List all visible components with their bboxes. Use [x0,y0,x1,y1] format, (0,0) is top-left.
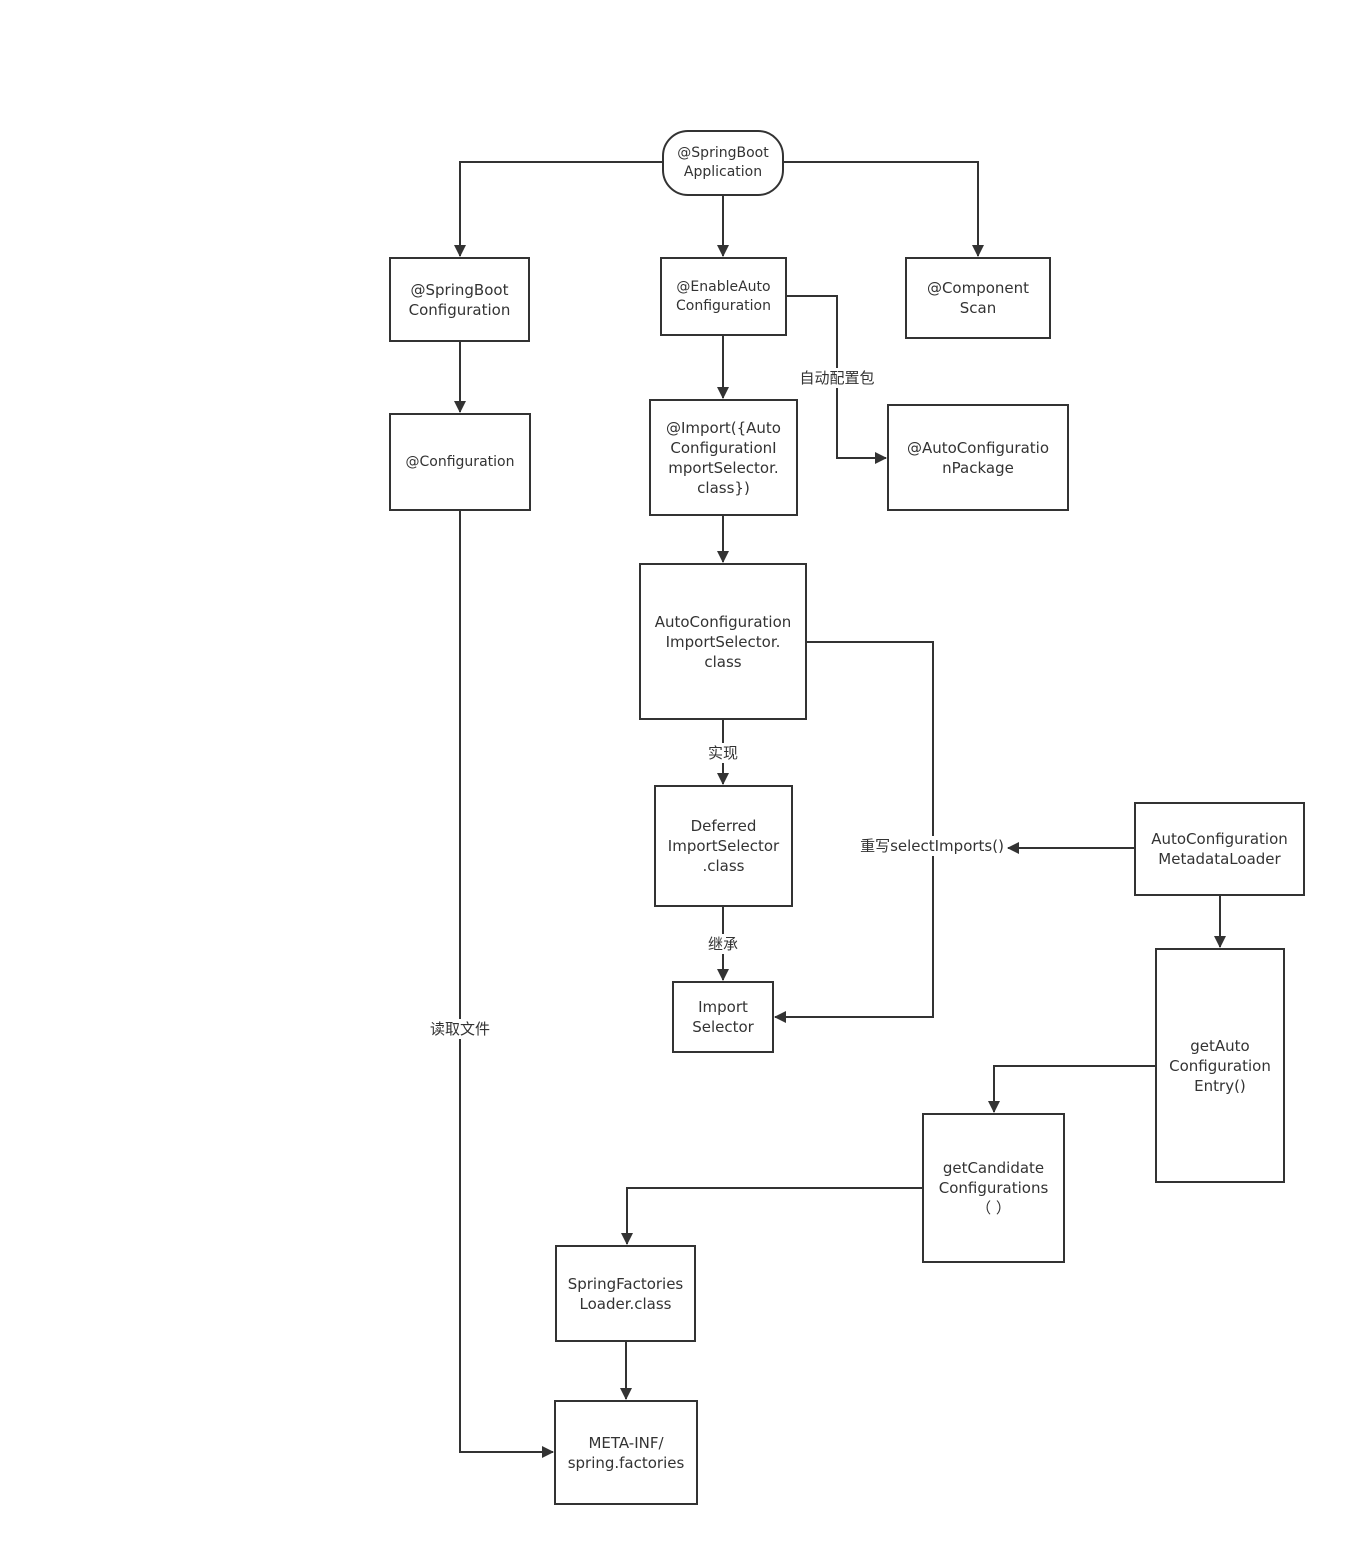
node-import-annotation: @Import({Auto ConfigurationI mportSelect… [649,399,798,516]
node-import-selector: Import Selector [672,981,774,1053]
edge-label-auto-config-package: 自动配置包 [797,368,877,388]
edge-label-read-file: 读取文件 [427,1019,493,1039]
edge-app-to-component-scan [784,161,984,257]
node-deferred-import-selector: Deferred ImportSelector .class [654,785,793,907]
node-springboot-configuration: @SpringBoot Configuration [389,257,530,342]
node-get-candidate-configurations: getCandidate Configurations （ ） [922,1113,1065,1263]
node-auto-configuration-metadata-loader: AutoConfiguration MetadataLoader [1134,802,1305,896]
edge-app-to-springboot-config [454,161,662,257]
edge-label-extends: 继承 [705,934,741,954]
node-auto-configuration-package: @AutoConfiguratio nPackage [887,404,1069,511]
edge-label-implements: 实现 [705,743,741,763]
node-enable-auto-configuration: @EnableAuto Configuration [660,257,787,336]
edge-entry-to-candidate [988,1065,1155,1113]
edge-selector-override-to-import-selector [774,641,934,1023]
edge-label-override-select-imports: 重写selectImports() [858,836,1006,856]
node-auto-configuration-import-selector: AutoConfiguration ImportSelector. class [639,563,807,720]
node-component-scan: @Component Scan [905,257,1051,339]
node-configuration: @Configuration [389,413,531,511]
node-springboot-application: @SpringBoot Application [662,130,784,196]
edge-configuration-to-meta-inf [459,511,554,1458]
node-spring-factories-loader: SpringFactories Loader.class [555,1245,696,1342]
node-get-auto-configuration-entry: getAuto Configuration Entry() [1155,948,1285,1183]
edge-candidate-to-loader [621,1187,922,1245]
node-meta-inf-spring-factories: META-INF/ spring.factories [554,1400,698,1505]
